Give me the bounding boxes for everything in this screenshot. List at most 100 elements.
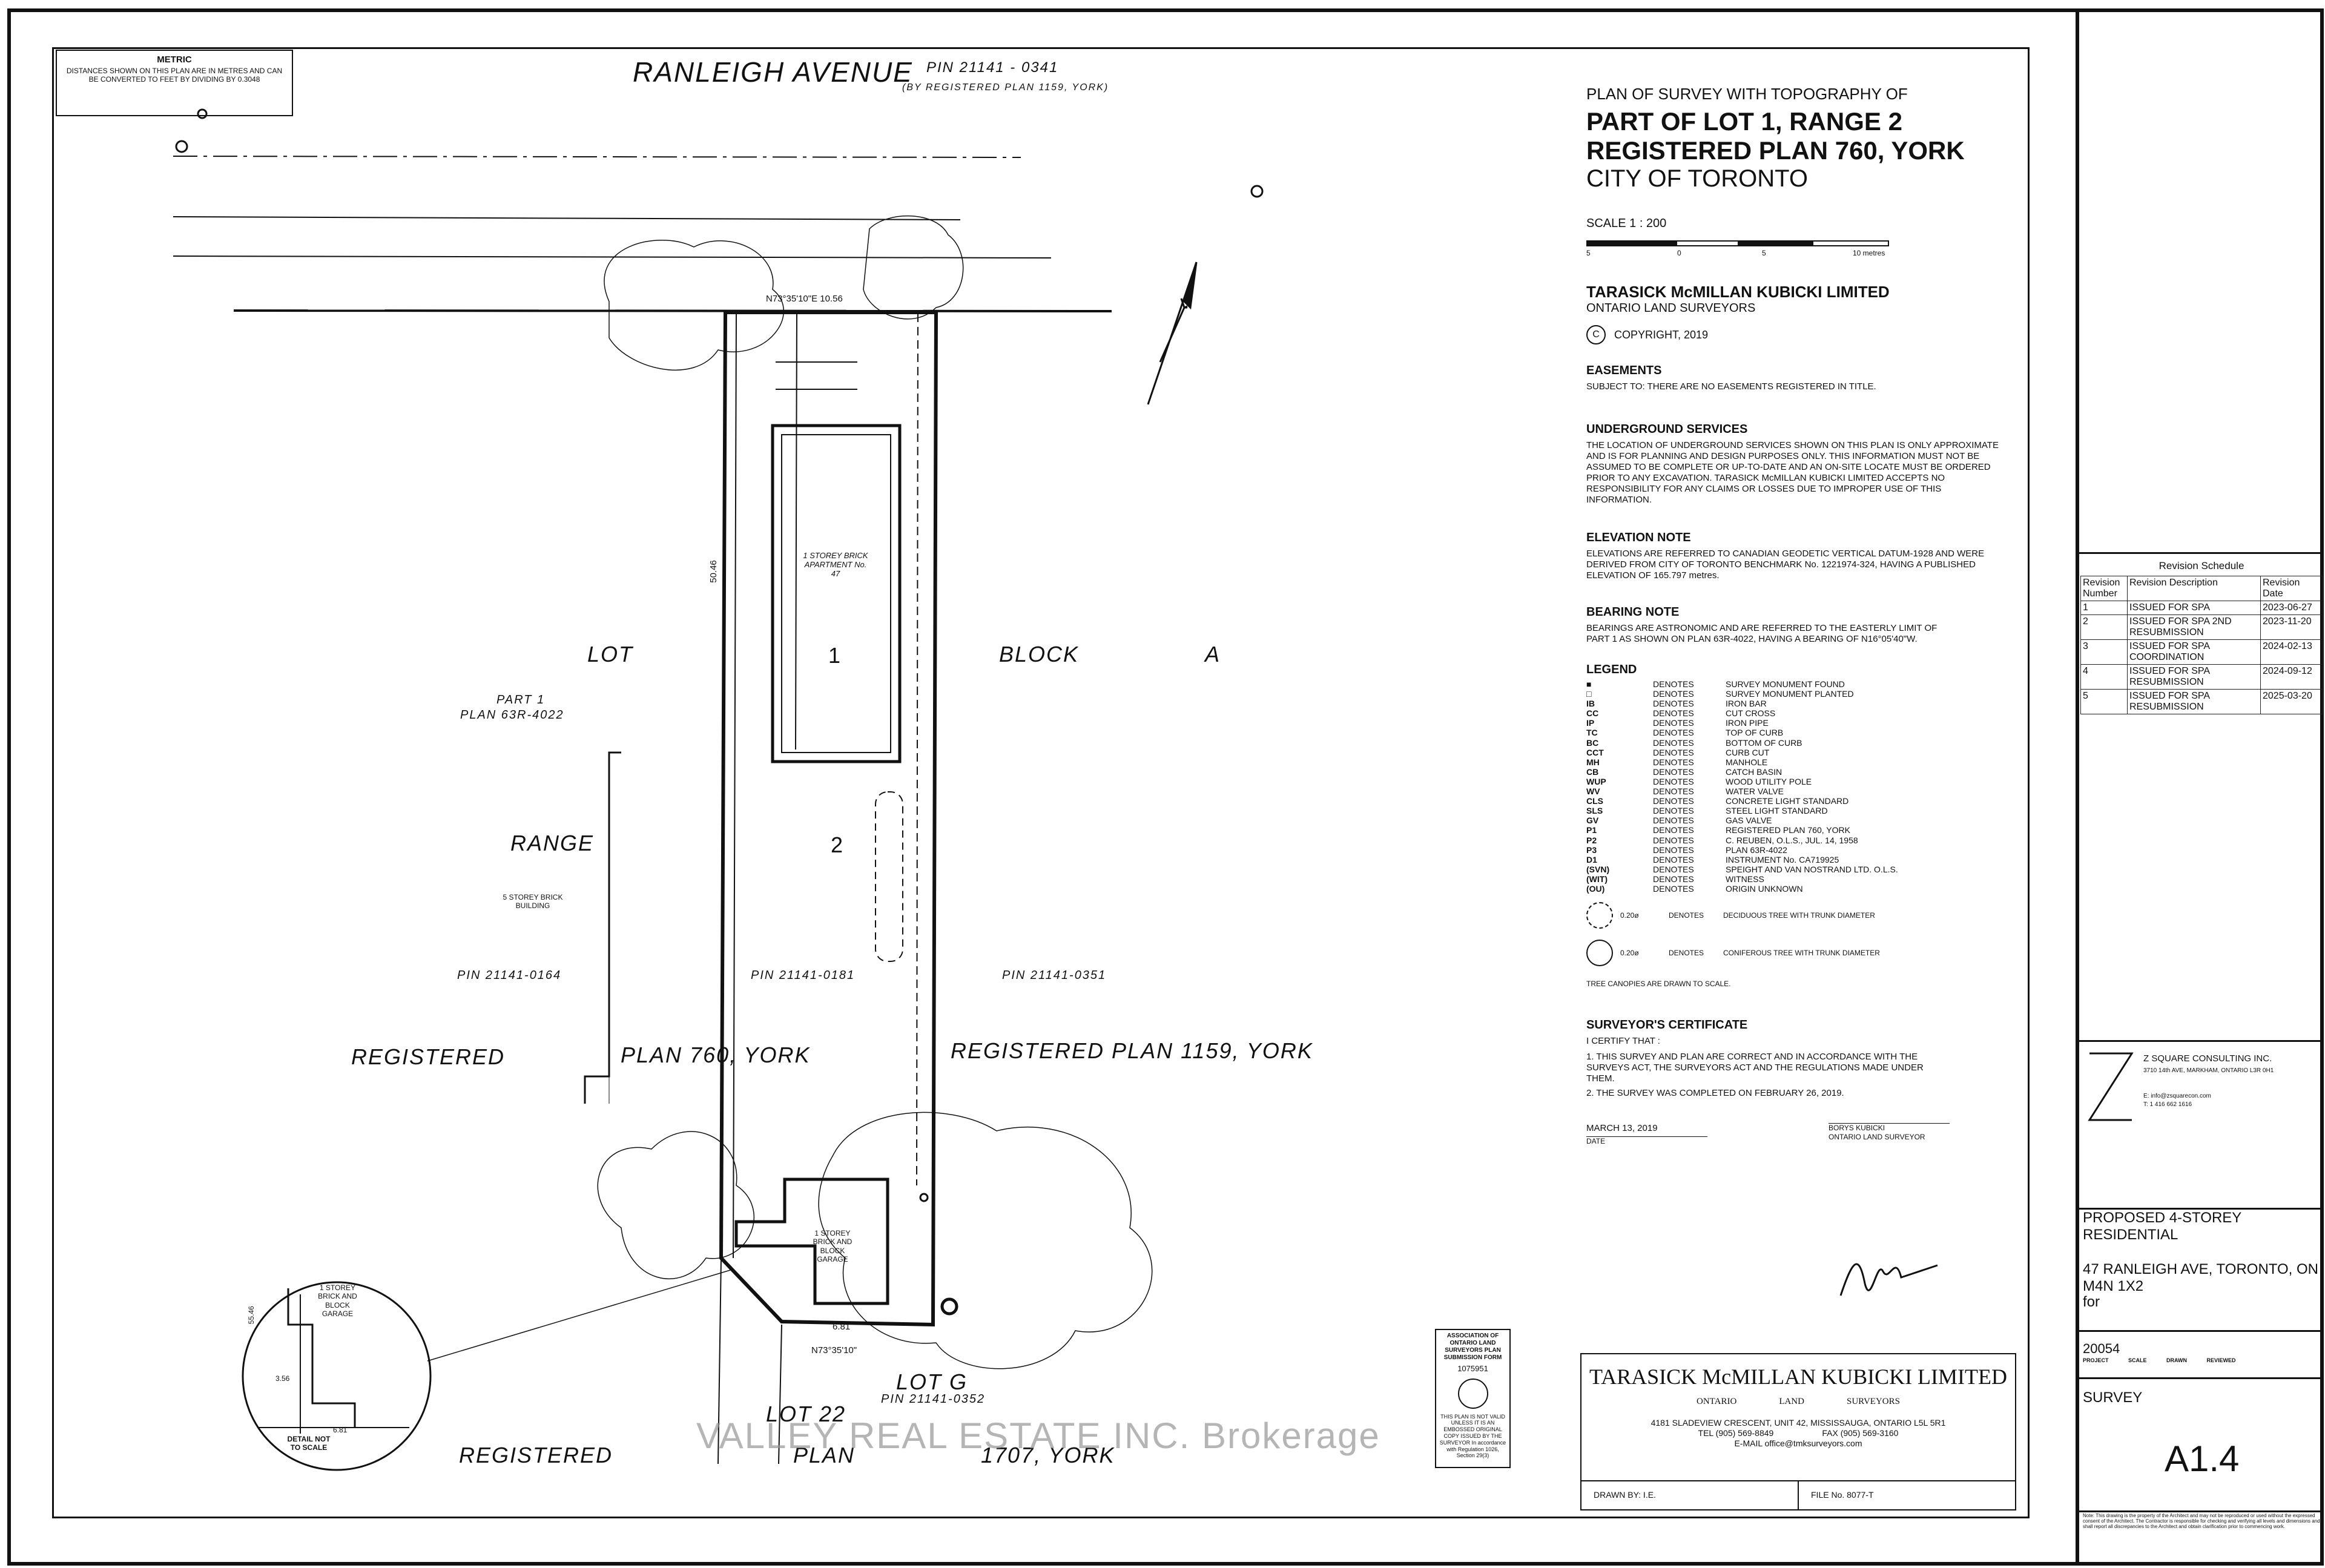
legend-key: (WIT) [1586,874,1608,884]
label-plan-760: PLAN 760, YORK [621,1043,811,1067]
label-plan-1707: 1707, YORK [981,1443,1115,1468]
detail-title: 1 STOREY BRICK AND BLOCK GARAGE [318,1283,357,1319]
firm-box-address: 4181 SLADEVIEW CRESCENT, UNIT 42, MISSIS… [1651,1418,1946,1428]
scale-bar: 5 0 5 10 metres [1586,236,1889,259]
copyright-text: COPYRIGHT, 2019 [1614,328,1709,341]
copyright-row: C COPYRIGHT, 2019 [1586,325,2022,344]
legend-value: CATCH BASIN [1726,766,1782,777]
legend-value: C. REUBEN, O.L.S., JUL. 14, 1958 [1726,835,1858,845]
revision-number: 2 [2080,614,2128,640]
tb-h2 [2079,1040,2324,1042]
revision-date: 2025-03-20 [2260,689,2323,714]
legend-value: TOP OF CURB [1726,728,1784,738]
tree2-text: CONIFEROUS TREE WITH TRUNK DIAMETER [1723,948,1880,957]
revision-date: 2023-06-27 [2260,601,2323,615]
surveyor-title: ONTARIO LAND SURVEYOR [1829,1132,1925,1141]
legend-value: WOOD UTILITY POLE [1726,776,1812,786]
outer-border [7,8,2324,1566]
elevation-heading: ELEVATION NOTE [1586,531,1691,544]
legend-denotes: DENOTES [1653,854,1694,865]
label-part1: PART 1 [496,693,546,707]
legend-value: WATER VALVE [1726,786,1784,797]
legend-key: CLS [1586,796,1603,806]
legend-heading: LEGEND [1586,663,1637,676]
firm-box-sub: ONTARIO LAND SURVEYORS [1581,1397,2015,1407]
certificate-date: MARCH 13, 2019 [1586,1123,1658,1134]
scale-tick-0: 5 [1586,249,1591,257]
tree1-denotes: DENOTES [1669,911,1704,920]
legend-denotes: DENOTES [1653,864,1694,874]
label-range: RANGE [510,831,595,855]
certificate-item2: 2. THE SURVEY WAS COMPLETED ON FEBRUARY … [1586,1088,1844,1099]
legend-key: P2 [1586,835,1597,845]
firm-box-drawn: DRAWN BY: I.E. [1581,1481,1799,1509]
scale-tick-2: 5 [1762,249,1766,257]
tb-h3 [2079,1208,2324,1210]
street-name: RANLEIGH AVENUE [633,56,913,88]
label-dim-bottom: 6.81 [833,1322,851,1332]
coniferous-tree-icon [1586,940,1613,967]
legend-value: CONCRETE LIGHT STANDARD [1726,796,1849,806]
legend-value: MANHOLE [1726,757,1768,767]
legend-key: CC [1586,708,1599,719]
legend-key: CB [1586,766,1599,777]
deciduous-tree-icon [1586,902,1613,929]
consultant-logo-icon [2088,1052,2134,1121]
legend-value: SURVEY MONUMENT FOUND [1726,679,1845,689]
tb-h4 [2079,1330,2324,1332]
legend-value: ORIGIN UNKNOWN [1726,883,1803,894]
project-number: 20054 [2083,1341,2120,1356]
certificate-item1: 1. THIS SURVEY AND PLAN ARE CORRECT AND … [1586,1052,1924,1084]
firm-sub: ONTARIO LAND SURVEYORS [1586,301,1756,315]
street-pin: PIN 21141 - 0341 [926,59,1059,76]
legend-key: MH [1586,757,1600,767]
tb-h6 [2079,1510,2324,1512]
survey-title-line4: CITY OF TORONTO [1586,165,1808,192]
bearing-text: BEARINGS ARE ASTRONOMIC AND ARE REFERRED… [1586,623,1938,644]
project-address: 47 RANLEIGH AVE, TORONTO, ON M4N 1X2 [2083,1261,2319,1294]
legend-value: STEEL LIGHT STANDARD [1726,806,1828,816]
legend-key: P3 [1586,845,1597,855]
survey-drawing [173,108,1264,1471]
firm-box-sub3: SURVEYORS [1846,1397,1900,1406]
legend-denotes: DENOTES [1653,796,1694,806]
revision-schedule: Revision Schedule Revision Number Revisi… [2080,560,2323,714]
legend-denotes: DENOTES [1653,845,1694,855]
association-seal-icon [1457,1378,1488,1409]
tree2-size: 0.20ø [1620,948,1639,957]
detail-dim3: 55.46 [246,1306,256,1325]
legend-value: IRON PIPE [1726,718,1769,728]
revision-header-number: Revision Number [2080,576,2128,601]
firm-box-email: E-MAIL office@tmksurveyors.com [1734,1438,1862,1448]
firm-box-phones: TEL (905) 569-8849 FAX (905) 569-3160 [1581,1428,2015,1438]
legend-key: ■ [1586,679,1592,689]
signature-row: MARCH 13, 2019 DATE BORYS KUBICKI ONTARI… [1586,1123,1950,1145]
lot-boundary [719,311,938,1327]
revision-desc: ISSUED FOR SPA 2ND RESUBMISSION [2127,614,2261,640]
legend-key: BC [1586,737,1599,748]
firm-box-tel: TEL (905) 569-8849 [1698,1428,1774,1438]
consultant-tel: T: 1 416 662 1616 [2143,1101,2192,1108]
legend-row: CLS DENOTES CONCRETE LIGHT STANDARD [1586,796,2022,806]
label-lot22: LOT 22 [766,1402,846,1426]
label-pin-right: PIN 21141-0351 [1002,969,1107,982]
scale-tick-1: 0 [1677,249,1681,257]
underground-text: THE LOCATION OF UNDERGROUND SERVICES SHO… [1586,440,1999,505]
revision-header-date: Revision Date [2260,576,2323,601]
label-pin-left: PIN 21141-0164 [457,969,562,982]
label-plan-bottom: PLAN [793,1443,856,1468]
label-bearing-bottom: N73°35'10" [811,1345,857,1356]
